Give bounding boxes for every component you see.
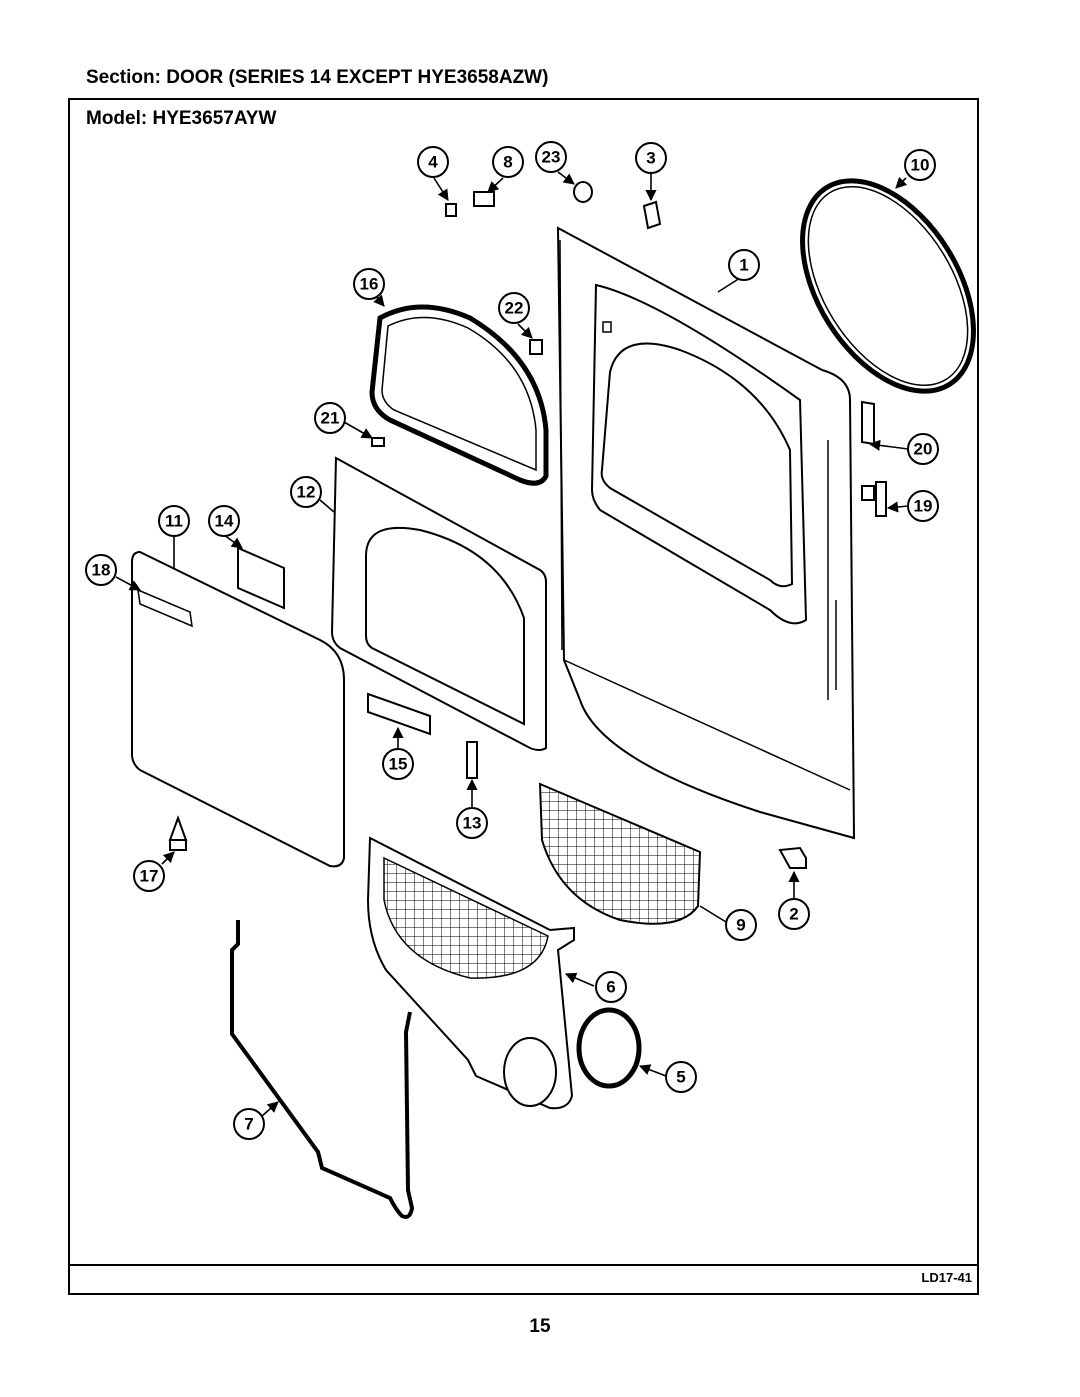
callout-10: 10: [904, 149, 936, 181]
label-block: [237, 546, 285, 610]
callout-19: 19: [907, 490, 939, 522]
svg-text:22: 22: [505, 299, 524, 318]
hinge-bracket-upper: [861, 400, 875, 446]
svg-text:18: 18: [92, 561, 111, 580]
duct-gasket-ring: [576, 1007, 642, 1089]
callout-6: 6: [595, 971, 627, 1003]
callout-22: 22: [498, 292, 530, 324]
svg-text:12: 12: [297, 483, 316, 502]
callout-23: 23: [535, 141, 567, 173]
callout-16: 16: [353, 268, 385, 300]
callout-20: 20: [907, 433, 939, 465]
callout-1: 1: [728, 249, 760, 281]
callout-9: 9: [725, 909, 757, 941]
svg-text:11: 11: [165, 512, 183, 531]
svg-text:14: 14: [215, 512, 234, 531]
latch-bracket: [473, 191, 495, 207]
hinge-mount-bracket: [778, 846, 807, 869]
callout-18: 18: [85, 554, 117, 586]
diagram-frame: [68, 98, 979, 1295]
section-title: Section: DOOR (SERIES 14 EXCEPT HYE3658A…: [86, 67, 549, 88]
door-strike-bracket: [642, 200, 662, 230]
callout-7: 7: [233, 1108, 265, 1140]
callout-11: 11: [158, 505, 190, 537]
svg-text:23: 23: [542, 148, 561, 167]
callout-5: 5: [665, 1061, 697, 1093]
callout-21: 21: [314, 402, 346, 434]
window-trim-ring: [369, 304, 549, 486]
door-catch: [371, 437, 385, 447]
svg-text:20: 20: [914, 440, 933, 459]
callout-17: 17: [133, 860, 165, 892]
svg-text:13: 13: [463, 814, 482, 833]
lint-duct-housing: [366, 836, 575, 1110]
svg-text:6: 6: [606, 978, 615, 997]
svg-text:3: 3: [646, 149, 655, 168]
page-number: 15: [529, 1316, 551, 1337]
door-wire: [230, 920, 415, 1219]
svg-text:16: 16: [360, 275, 379, 294]
hinge-lower: [861, 481, 887, 517]
svg-text:1: 1: [739, 256, 748, 275]
svg-text:17: 17: [140, 867, 159, 886]
callout-12: 12: [290, 476, 322, 508]
callout-2: 2: [778, 898, 810, 930]
callout-3: 3: [635, 142, 667, 174]
svg-text:10: 10: [911, 156, 930, 175]
svg-text:8: 8: [503, 153, 512, 172]
callout-14: 14: [208, 505, 240, 537]
footer-divider: [68, 1264, 979, 1266]
callout-4: 4: [417, 146, 449, 178]
door-plug: [168, 815, 188, 851]
door-stop-block: [529, 339, 543, 355]
svg-text:15: 15: [389, 755, 408, 774]
svg-text:4: 4: [428, 153, 438, 172]
inner-door-frame: [330, 456, 547, 751]
svg-text:19: 19: [914, 497, 933, 516]
svg-text:21: 21: [321, 409, 340, 428]
svg-text:7: 7: [244, 1115, 253, 1134]
lint-screen: [538, 782, 702, 925]
leader-lines: [115, 171, 909, 1117]
callout-8: 8: [492, 146, 524, 178]
handle-strip: [367, 692, 431, 736]
door-liner-panel: [131, 550, 345, 868]
svg-text:2: 2: [789, 905, 798, 924]
svg-text:5: 5: [676, 1068, 685, 1087]
door-hinge-clip: [445, 203, 457, 217]
callout-15: 15: [382, 748, 414, 780]
outer-door-panel: [556, 226, 856, 840]
model-title: Model: HYE3657AYW: [86, 108, 277, 129]
door-strike: [466, 741, 478, 779]
svg-text:9: 9: [736, 916, 745, 935]
diagram-code: LD17-41: [921, 1270, 972, 1285]
callout-13: 13: [456, 807, 488, 839]
bumper-button: [573, 181, 593, 203]
door-seal-ring: [800, 178, 976, 394]
